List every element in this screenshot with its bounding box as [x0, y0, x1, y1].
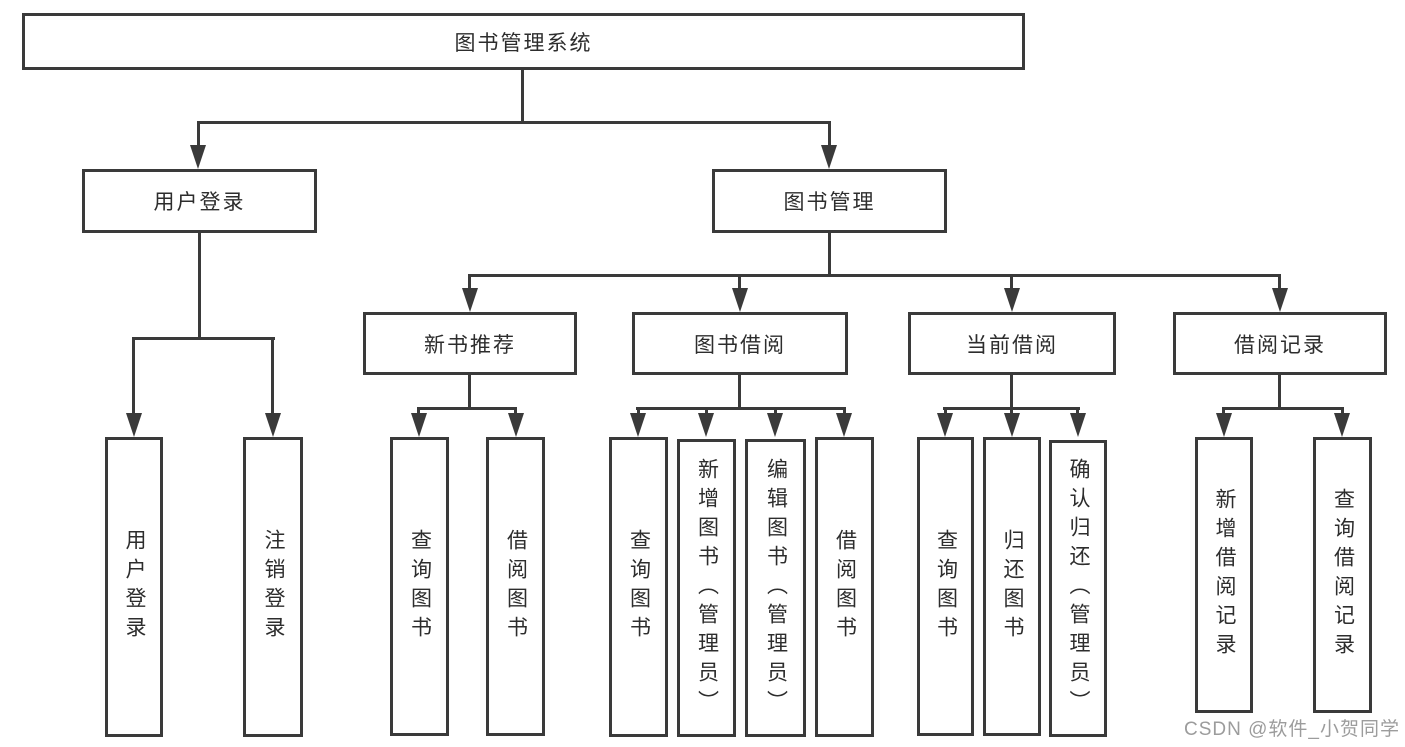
node-library-system: 图书管理系统: [22, 13, 1025, 70]
connector-hline: [197, 121, 831, 124]
leaf-logout: 注销登录: [243, 437, 303, 737]
node-user-login: 用户登录: [82, 169, 317, 233]
leaf-borrow-books-borrowing: 借阅图书: [815, 437, 874, 737]
arrow-down-icon: [630, 413, 646, 437]
connector-vline: [828, 233, 831, 274]
arrow-down-icon: [937, 413, 953, 437]
arrow-down-icon: [508, 413, 524, 437]
connector-vline: [132, 337, 135, 415]
leaf-query-borrow-record: 查询借阅记录: [1313, 437, 1372, 713]
connector-hline: [636, 407, 846, 410]
arrow-down-icon: [1070, 413, 1086, 437]
connector-vline: [738, 375, 741, 407]
connector-vline: [198, 233, 201, 337]
connector-vline: [468, 274, 471, 292]
arrow-down-icon: [767, 413, 783, 437]
connector-vline: [1278, 274, 1281, 292]
arrow-down-icon: [1272, 288, 1288, 312]
connector-hline: [468, 274, 1281, 277]
connector-hline: [417, 407, 517, 410]
connector-vline: [521, 70, 524, 121]
connector-vline: [197, 121, 200, 149]
connector-vline: [468, 375, 471, 407]
node-borrowing-records: 借阅记录: [1173, 312, 1387, 375]
leaf-borrow-books-recommend: 借阅图书: [486, 437, 545, 736]
csdn-watermark: CSDN @软件_小贺同学: [1184, 719, 1400, 740]
node-book-management: 图书管理: [712, 169, 947, 233]
arrow-down-icon: [821, 145, 837, 169]
leaf-query-books-borrowing: 查询图书: [609, 437, 668, 737]
node-book-borrowing: 图书借阅: [632, 312, 848, 375]
arrow-down-icon: [1334, 413, 1350, 437]
connector-vline: [1010, 375, 1013, 407]
connector-hline: [1222, 407, 1344, 410]
arrow-down-icon: [411, 413, 427, 437]
leaf-query-books-recommend: 查询图书: [390, 437, 449, 736]
connector-hline: [132, 337, 275, 340]
connector-vline: [828, 121, 831, 149]
leaf-confirm-return-admin: 确认归还（管理员）: [1049, 440, 1107, 737]
arrow-down-icon: [190, 145, 206, 169]
arrow-down-icon: [1004, 413, 1020, 437]
leaf-edit-book-admin: 编辑图书（管理员）: [745, 439, 806, 737]
leaf-user-login: 用户登录: [105, 437, 163, 737]
arrow-down-icon: [265, 413, 281, 437]
leaf-add-book-admin: 新增图书（管理员）: [677, 439, 736, 737]
node-new-book-recommend: 新书推荐: [363, 312, 577, 375]
leaf-query-books-current: 查询图书: [917, 437, 974, 736]
arrow-down-icon: [126, 413, 142, 437]
connector-vline: [738, 274, 741, 292]
leaf-add-borrow-record: 新增借阅记录: [1195, 437, 1253, 713]
connector-vline: [1278, 375, 1281, 407]
leaf-return-book: 归还图书: [983, 437, 1041, 736]
arrow-down-icon: [462, 288, 478, 312]
arrow-down-icon: [698, 413, 714, 437]
arrow-down-icon: [1216, 413, 1232, 437]
arrow-down-icon: [1004, 288, 1020, 312]
arrow-down-icon: [732, 288, 748, 312]
connector-vline: [1010, 274, 1013, 292]
connector-vline: [271, 337, 274, 415]
node-current-borrowing: 当前借阅: [908, 312, 1116, 375]
arrow-down-icon: [836, 413, 852, 437]
